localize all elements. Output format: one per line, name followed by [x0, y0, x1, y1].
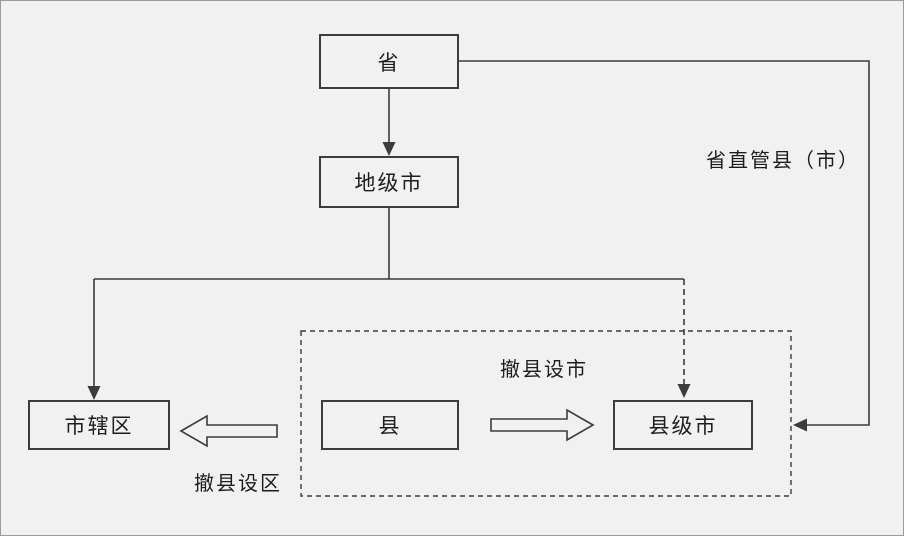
- arrow-province-to-prefecture: [382, 89, 396, 156]
- arrow-prefecture-to-district: [87, 279, 101, 400]
- node-county: 县: [321, 400, 459, 450]
- line-prefecture-split: [94, 208, 684, 280]
- node-county-label: 县: [378, 415, 402, 438]
- node-county-level-city-label: 县级市: [648, 415, 718, 438]
- node-province: 省: [319, 34, 459, 89]
- node-county-level-city: 县级市: [613, 400, 753, 450]
- edge-label-province-direct: 省直管县（市）: [706, 150, 860, 172]
- arrow-province-direct-route: [459, 60, 870, 432]
- node-municipal-district-label: 市辖区: [64, 415, 134, 438]
- node-province-label: 省: [377, 51, 401, 75]
- edge-label-county-to-district: 撤县设区: [194, 473, 282, 495]
- block-arrow-county-to-district: [179, 414, 278, 448]
- arrow-prefecture-to-county-city-dashed: [677, 279, 691, 398]
- node-prefecture-city-label: 地级市: [354, 172, 424, 195]
- block-arrow-county-to-county-city: [490, 408, 595, 442]
- dashed-group-box: [300, 330, 792, 497]
- node-municipal-district: 市辖区: [28, 400, 170, 450]
- edge-label-county-to-city: 撤县设市: [500, 359, 588, 381]
- node-prefecture-city: 地级市: [319, 156, 459, 208]
